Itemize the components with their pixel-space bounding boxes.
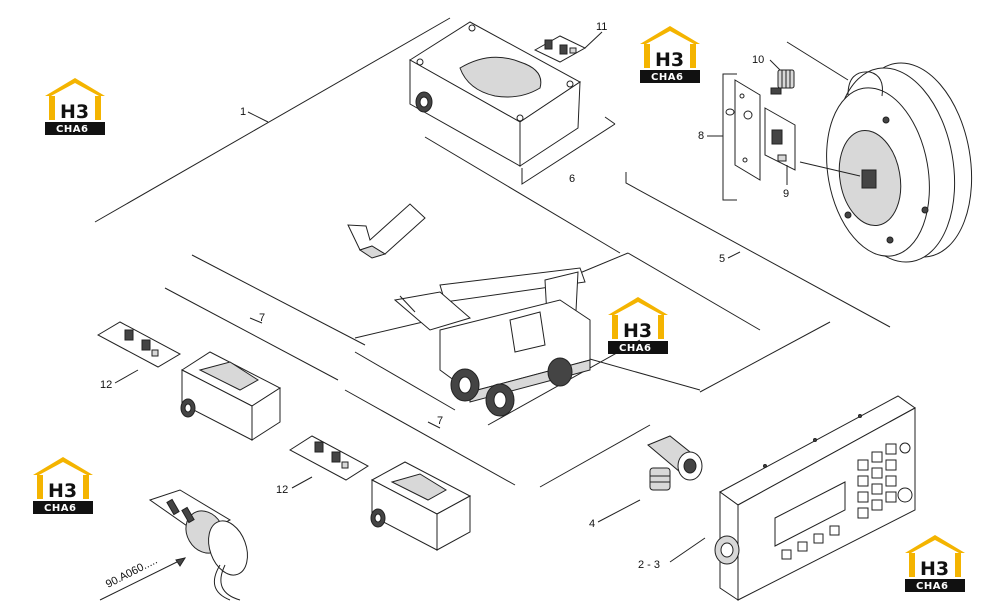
callout-2-3: 2 - 3 xyxy=(638,559,660,571)
logo-watermark-1: H3 CHA6 xyxy=(45,78,105,135)
circuit-board-12-upper xyxy=(96,321,182,368)
callout-4: 4 xyxy=(589,518,595,530)
reach-stacker-machine xyxy=(393,267,591,417)
circuit-board-12-lower xyxy=(289,435,369,481)
logo-h3-text: H3 xyxy=(48,480,77,502)
cable-reel xyxy=(786,41,973,263)
callout-6: 6 xyxy=(569,173,575,185)
mounting-plate-8 xyxy=(725,79,796,181)
logo-watermark-2: H3 CHA6 xyxy=(640,26,700,83)
reference-90-a060: 90.A060..... xyxy=(104,554,160,590)
logo-watermark-3: H3 CHA6 xyxy=(608,297,668,354)
callout-12-upper: 12 xyxy=(100,379,112,391)
logo-watermark-5: H3 CHA6 xyxy=(905,535,965,592)
circuit-board-11 xyxy=(533,31,603,63)
junction-box-7-lower xyxy=(370,461,472,551)
direction-arrow xyxy=(347,203,426,259)
logo-sub-text: CHA6 xyxy=(916,581,948,592)
junction-box-7-upper xyxy=(180,351,281,441)
logo-sub-text: CHA6 xyxy=(619,343,651,354)
logo-h3-text: H3 xyxy=(623,320,652,342)
callout-11: 11 xyxy=(596,21,607,33)
logo-sub-text: CHA6 xyxy=(651,72,683,83)
logo-sub-text: CHA6 xyxy=(44,503,76,514)
logo-watermark-4: H3 CHA6 xyxy=(33,457,93,514)
knob-10 xyxy=(769,59,795,95)
callout-9: 9 xyxy=(783,188,789,200)
callout-1: 1 xyxy=(240,106,246,118)
display-unit-2-3 xyxy=(714,395,916,601)
logo-sub-text: CHA6 xyxy=(56,124,88,135)
logo-h3-text: H3 xyxy=(920,558,949,580)
encoder-sensor xyxy=(148,489,248,601)
junction-box-top xyxy=(409,21,581,167)
callout-5: 5 xyxy=(719,253,725,265)
connector-4 xyxy=(647,435,703,491)
callout-7-upper: 7 xyxy=(259,312,265,324)
logo-h3-text: H3 xyxy=(60,101,89,123)
callout-12-lower: 12 xyxy=(276,484,288,496)
logo-h3-text: H3 xyxy=(655,49,684,71)
callout-8: 8 xyxy=(698,130,704,142)
callout-10: 10 xyxy=(752,54,764,66)
callout-7-lower: 7 xyxy=(437,415,443,427)
keypad xyxy=(857,443,897,519)
